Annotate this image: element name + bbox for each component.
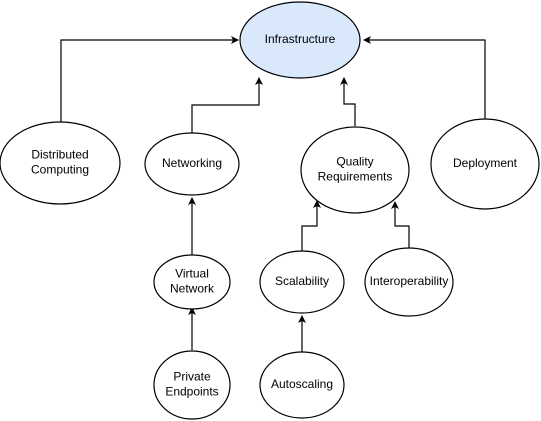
edge-quality-requirements-to-infrastructure [340, 77, 356, 126]
node-label-line: Distributed [31, 148, 88, 162]
node-autoscaling-shape [259, 351, 345, 419]
edge-distributed-computing-to-infrastructure [60, 36, 239, 122]
edge-scalability-to-quality-requirements [301, 200, 321, 252]
node-networking-shape [144, 132, 240, 196]
node-label-line: Networking [162, 156, 222, 170]
node-interoperability-shape [364, 247, 454, 317]
node-virtual-network-shape [153, 254, 231, 310]
edge-deployment-to-infrastructure [363, 36, 486, 119]
node-private-endpoints-shape [153, 350, 231, 420]
edge-interoperability-to-quality-requirements [391, 201, 410, 250]
node-label-line: Interoperability [370, 274, 449, 288]
node-deployment-shape [430, 118, 540, 210]
node-label-line: Computing [31, 163, 89, 177]
node-scalability[interactable]: Scalability [259, 250, 345, 314]
node-networking-label: Networking [162, 156, 222, 170]
node-label-line: Endpoints [165, 385, 218, 399]
node-label-line: Virtual [175, 267, 209, 281]
node-interoperability[interactable]: Interoperability [364, 247, 454, 317]
node-label-line: Private [173, 370, 211, 384]
node-distributed-computing-shape [0, 121, 121, 205]
node-autoscaling-label: Autoscaling [271, 377, 333, 391]
node-quality-requirements-shape [300, 126, 410, 214]
edge-networking-to-infrastructure [191, 77, 263, 134]
node-scalability-shape [259, 250, 345, 314]
node-label-line: Deployment [453, 156, 518, 170]
node-label-line: Quality [336, 155, 373, 169]
node-infrastructure-label: Infrastructure [265, 32, 336, 46]
edges [60, 36, 486, 352]
node-label-line: Scalability [275, 274, 329, 288]
node-networking[interactable]: Networking [144, 132, 240, 196]
node-interoperability-label: Interoperability [370, 274, 449, 288]
node-infrastructure-shape [239, 1, 361, 79]
node-label-line: Autoscaling [271, 377, 333, 391]
node-label-line: Requirements [318, 170, 393, 184]
node-deployment-label: Deployment [453, 156, 518, 170]
node-scalability-label: Scalability [275, 274, 329, 288]
node-label-line: Network [170, 282, 215, 296]
node-autoscaling[interactable]: Autoscaling [259, 351, 345, 419]
node-deployment[interactable]: Deployment [430, 118, 540, 210]
node-infrastructure[interactable]: Infrastructure [239, 1, 361, 79]
node-label-line: Infrastructure [265, 32, 336, 46]
